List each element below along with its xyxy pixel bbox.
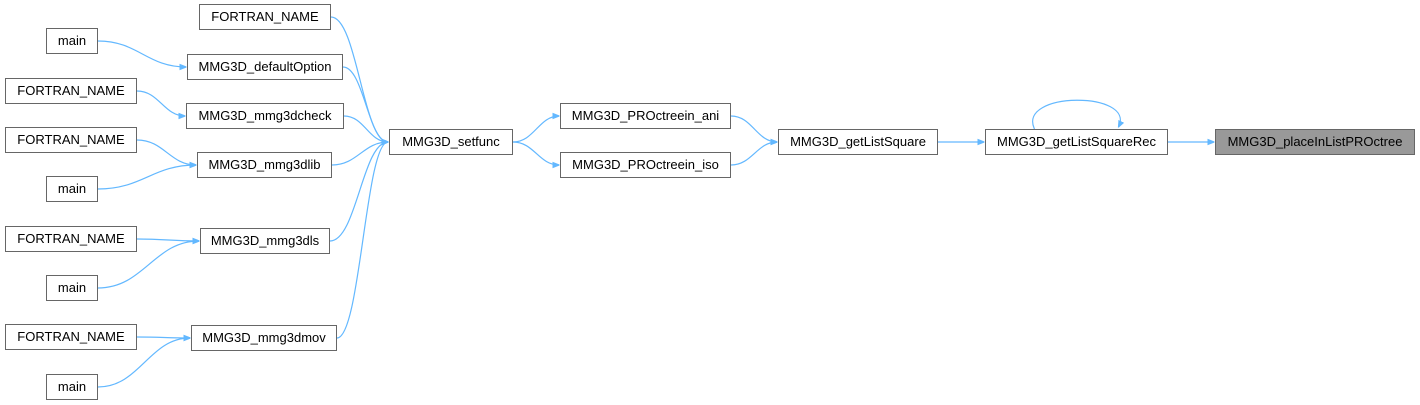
edge-fortran_name_2-to-mmg3d_mmg3dcheck bbox=[136, 90, 185, 116]
node-main-1[interactable]: main bbox=[46, 28, 98, 54]
node-mmg3d-mmg3dlib[interactable]: MMG3D_mmg3dlib bbox=[197, 152, 332, 178]
node-fortran-name-3[interactable]: FORTRAN_NAME bbox=[5, 127, 137, 153]
node-main-2[interactable]: main bbox=[46, 176, 98, 202]
node-main-4[interactable]: main bbox=[46, 374, 98, 400]
node-fortran-name-5[interactable]: FORTRAN_NAME bbox=[5, 324, 137, 350]
edge-mmg3d_getlistsquarerec-to-mmg3d_getlistsquarerec bbox=[1032, 99, 1121, 130]
node-mmg3d-getlistsquarerec[interactable]: MMG3D_getListSquareRec bbox=[985, 129, 1168, 155]
edge-mmg3d_defaultoption-to-mmg3d_setfunc bbox=[342, 66, 388, 142]
node-fortran-name-4[interactable]: FORTRAN_NAME bbox=[5, 226, 137, 252]
edge-main_3-to-mmg3d_mmg3dls bbox=[97, 241, 199, 289]
node-mmg3d-getlistsquare[interactable]: MMG3D_getListSquare bbox=[778, 129, 938, 155]
edge-mmg3d_setfunc-to-mmg3d_proctreein_ani bbox=[512, 116, 559, 143]
edge-mmg3d_mmg3dls-to-mmg3d_setfunc bbox=[329, 142, 388, 242]
edge-mmg3d_proctreein_iso-to-mmg3d_getlistsquare bbox=[730, 142, 777, 166]
edge-mmg3d_mmg3dmov-to-mmg3d_setfunc bbox=[336, 142, 388, 339]
edge-fortran_name_5-to-mmg3d_mmg3dmov bbox=[136, 337, 190, 338]
edge-mmg3d_setfunc-to-mmg3d_proctreein_iso bbox=[512, 141, 559, 165]
edge-fortran_name_4-to-mmg3d_mmg3dls bbox=[136, 239, 199, 241]
node-mmg3d-mmg3dmov[interactable]: MMG3D_mmg3dmov bbox=[191, 325, 337, 351]
node-mmg3d-mmg3dcheck[interactable]: MMG3D_mmg3dcheck bbox=[186, 103, 344, 129]
node-mmg3d-proctreein-ani[interactable]: MMG3D_PROctreein_ani bbox=[560, 103, 731, 129]
edge-main_4-to-mmg3d_mmg3dmov bbox=[97, 338, 190, 388]
edge-fortran_name_3-to-mmg3d_mmg3dlib bbox=[136, 139, 196, 165]
node-fortran-name-2[interactable]: FORTRAN_NAME bbox=[5, 78, 137, 104]
node-mmg3d-proctreein-iso[interactable]: MMG3D_PROctreein_iso bbox=[560, 152, 731, 178]
node-mmg3d-defaultoption[interactable]: MMG3D_defaultOption bbox=[187, 54, 343, 80]
edge-main_2-to-mmg3d_mmg3dlib bbox=[97, 165, 196, 190]
node-fortran-name-1[interactable]: FORTRAN_NAME bbox=[199, 4, 331, 30]
node-main-3[interactable]: main bbox=[46, 275, 98, 301]
node-mmg3d-mmg3dls[interactable]: MMG3D_mmg3dls bbox=[200, 228, 330, 254]
edge-main_1-to-mmg3d_defaultoption bbox=[97, 40, 186, 67]
edge-mmg3d_proctreein_ani-to-mmg3d_getlistsquare bbox=[730, 115, 777, 142]
node-mmg3d-setfunc[interactable]: MMG3D_setfunc bbox=[389, 129, 513, 155]
node-mmg3d-placeinlistproctree-focus: MMG3D_placeInListPROctree bbox=[1215, 129, 1415, 155]
